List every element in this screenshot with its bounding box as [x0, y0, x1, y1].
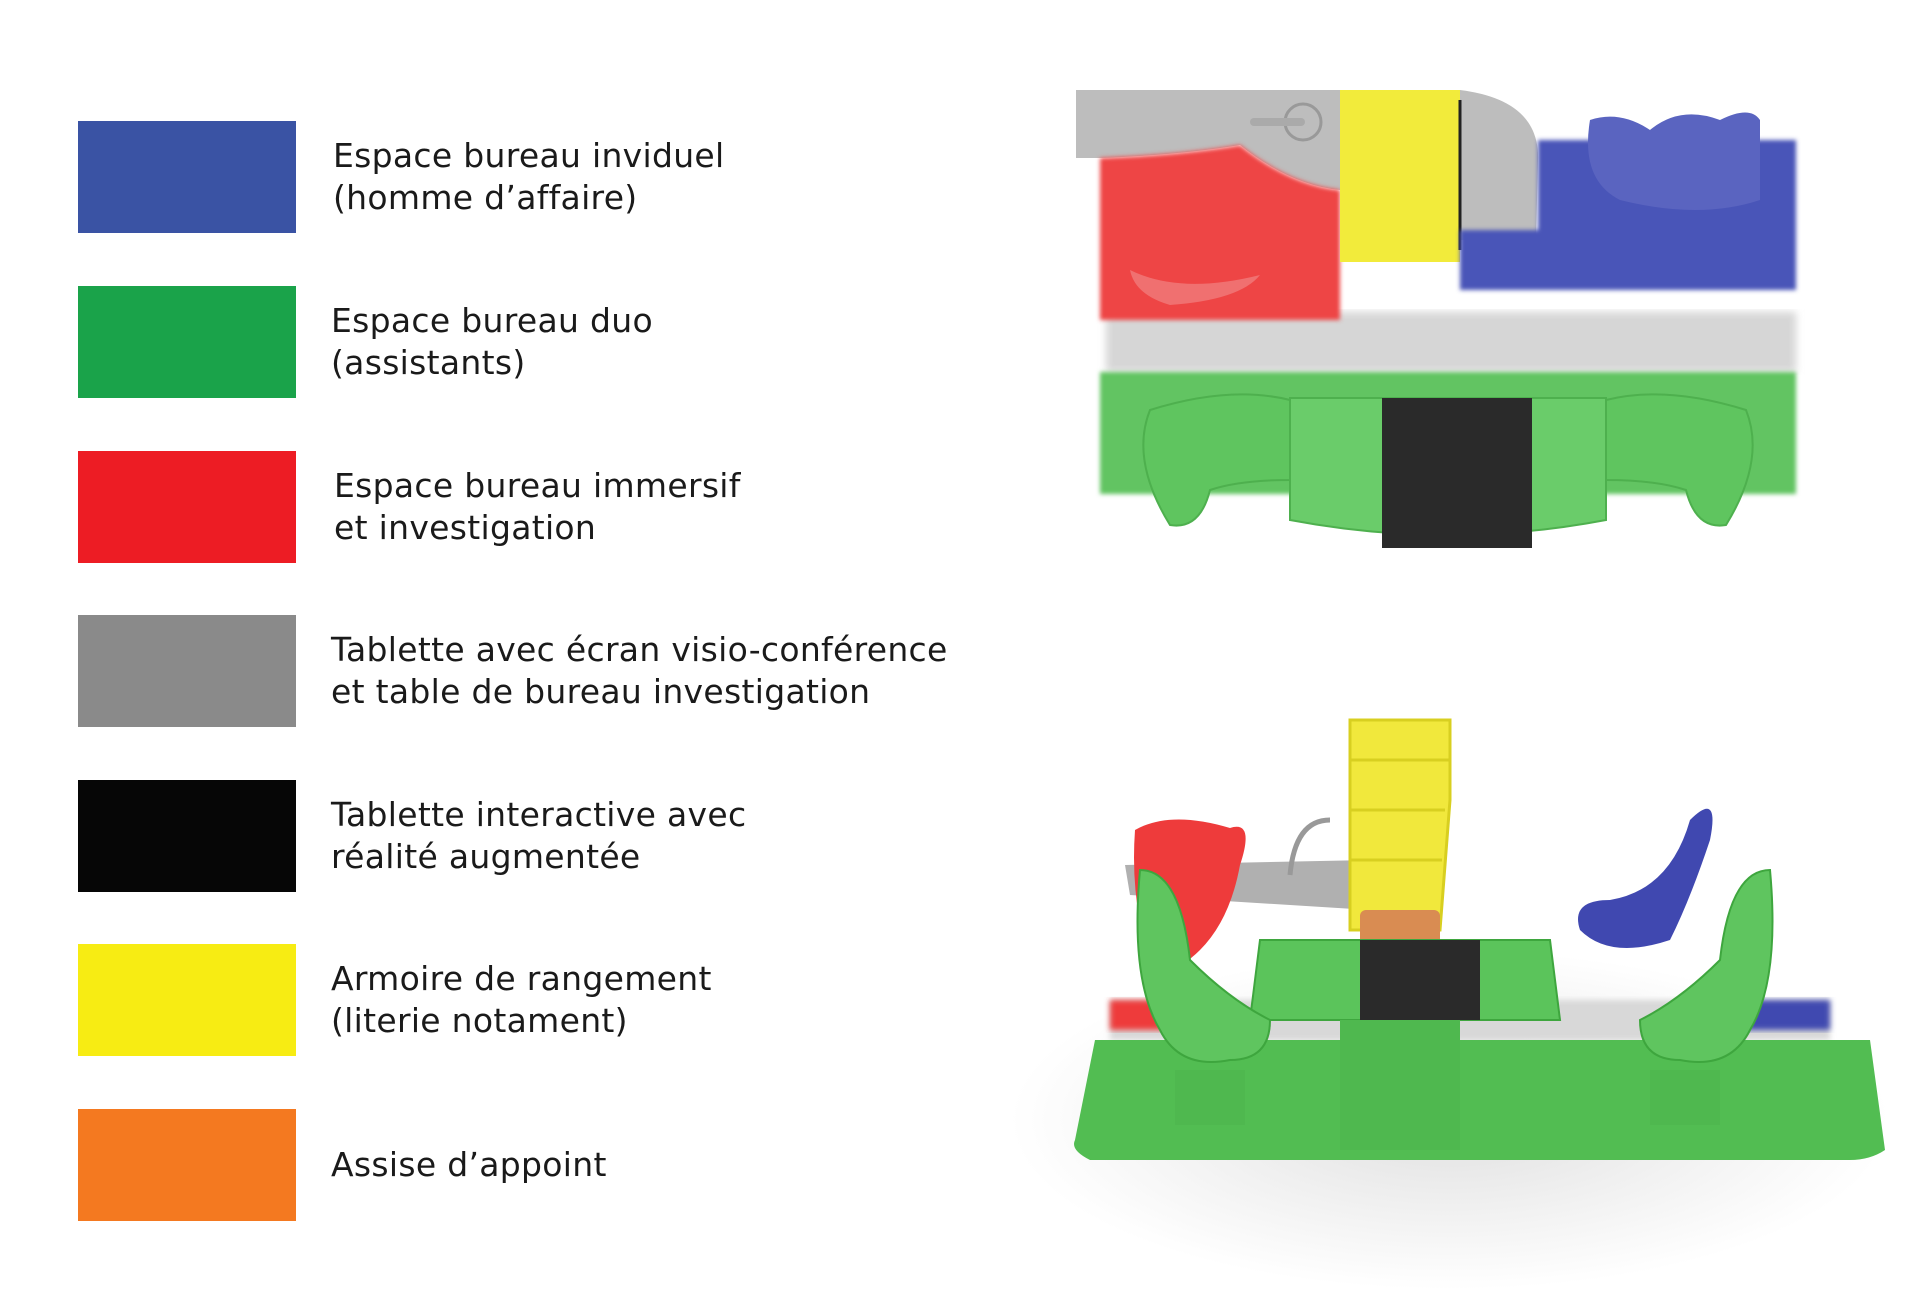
legend-item-duo-office: Espace bureau duo (assistants) [78, 286, 1008, 398]
green-swatch [78, 286, 296, 398]
green-chair-right [1605, 393, 1754, 527]
legend-line-2: réalité augmentée [331, 837, 641, 876]
visio-screen-arm [1250, 118, 1305, 126]
perspective-view-illustration [1010, 718, 1890, 1290]
blue-swatch [78, 121, 296, 233]
visio-screen-arm [1287, 817, 1331, 876]
yellow-storage-cabinet [1348, 718, 1452, 932]
yellow-cabinet-top [1340, 90, 1460, 262]
green-chair-left [1136, 868, 1272, 1063]
gray-desk-band [1106, 312, 1796, 372]
black-interactive-tablet [1360, 940, 1480, 1020]
legend-line-1: Espace bureau duo [331, 301, 653, 340]
table-pedestal [1340, 1020, 1460, 1150]
black-swatch [78, 780, 296, 892]
legend-item-interactive-tablet: Tablette interactive avec réalité augmen… [78, 780, 1008, 892]
gray-swatch [78, 615, 296, 727]
green-chair-right-base [1650, 1070, 1720, 1125]
legend-line-2: (literie notament) [331, 1001, 628, 1040]
legend-label: Tablette interactive avec réalité augmen… [331, 780, 746, 892]
legend-label: Espace bureau duo (assistants) [331, 286, 653, 398]
green-chair-left [1142, 393, 1291, 527]
black-interactive-tablet-top [1382, 398, 1532, 548]
legend-line-1: Armoire de rangement [331, 959, 712, 998]
red-swatch [78, 451, 296, 563]
legend-line-2: (homme d’affaire) [333, 178, 638, 217]
legend-item-visio-tablet: Tablette avec écran visio-conférence et … [78, 615, 1008, 727]
legend-line-2: et table de bureau investigation [331, 672, 871, 711]
legend-line-2: et investigation [334, 508, 597, 547]
top-view-plan-illustration [1076, 90, 1796, 548]
legend-line-1: Tablette avec écran visio-conférence [331, 630, 948, 669]
legend-line-1: Assise d’appoint [331, 1145, 607, 1184]
color-legend: Espace bureau inviduel (homme d’affaire)… [78, 121, 947, 1221]
orange-swatch [78, 1109, 296, 1221]
legend-item-individual-office: Espace bureau inviduel (homme d’affaire) [78, 121, 1008, 233]
legend-line-1: Espace bureau inviduel [333, 136, 725, 175]
red-chair-top [1130, 270, 1260, 305]
legend-label: Espace bureau inviduel (homme d’affaire) [333, 121, 725, 233]
legend-label: Armoire de rangement (literie notament) [331, 944, 712, 1056]
legend-label: Espace bureau immersif et investigation [334, 451, 741, 563]
legend-item-immersive-office: Espace bureau immersif et investigation [78, 451, 1008, 563]
blue-chair-top [1588, 112, 1760, 210]
legend-line-1: Espace bureau immersif [334, 466, 741, 505]
red-zone [1100, 145, 1340, 320]
yellow-swatch [78, 944, 296, 1056]
green-chair-left-base [1175, 1070, 1245, 1125]
legend-item-storage-cabinet: Armoire de rangement (literie notament) [78, 944, 1008, 1056]
legend-line-1: Tablette interactive avec [331, 795, 747, 834]
blue-chair [1578, 808, 1713, 948]
green-chair-right [1638, 868, 1774, 1063]
legend-line-2: (assistants) [331, 343, 526, 382]
legend-label: Tablette avec écran visio-conférence et … [331, 615, 948, 727]
legend-label: Assise d’appoint [331, 1109, 607, 1221]
legend-item-extra-seat: Assise d’appoint [78, 1109, 1008, 1221]
